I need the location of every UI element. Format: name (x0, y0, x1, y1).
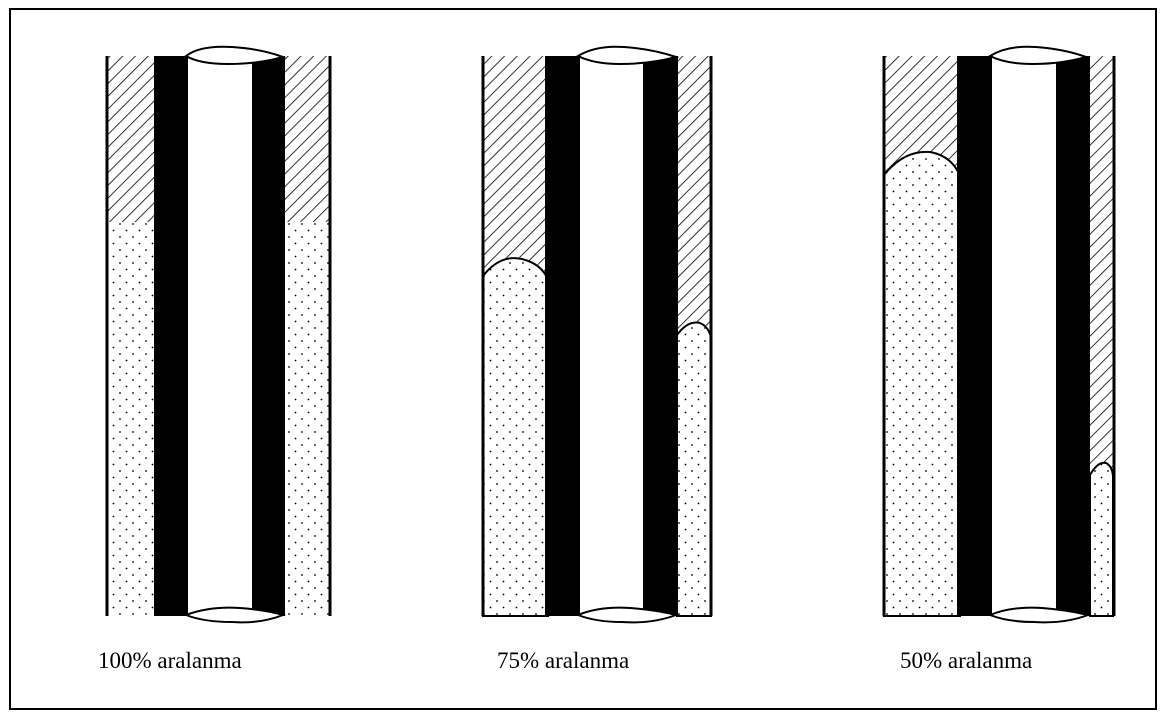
formation-hatch-right (283, 56, 330, 222)
casing-wall-left (154, 56, 188, 616)
cement-right (676, 321, 712, 617)
cement-left (482, 257, 549, 617)
cement-left (107, 222, 156, 616)
panel-100-percent: 100% aralanma (98, 45, 332, 673)
pipe-top-cap (575, 45, 680, 66)
pipe-bottom-cap (987, 606, 1092, 624)
pipe-bottom-cap (575, 606, 680, 624)
casing-wall-left (545, 56, 580, 616)
casing-bore (188, 56, 252, 616)
panel-caption: 100% aralanma (98, 648, 242, 673)
pipe-bottom-cap (183, 606, 287, 624)
casing-bore (992, 56, 1056, 616)
panel-caption: 75% aralanma (497, 648, 629, 673)
cement-right (1089, 461, 1114, 617)
panel-50-percent: 50% aralanma (882, 45, 1116, 673)
cement-right (283, 222, 330, 616)
cement-left (883, 150, 961, 617)
panel-75-percent: 75% aralanma (481, 45, 713, 673)
casing-wall-left (957, 56, 992, 616)
figure-frame (9, 8, 1157, 710)
pipe-top-cap (987, 45, 1090, 66)
casing-wall-right (1056, 56, 1090, 616)
formation-hatch-left (107, 56, 156, 222)
casing-wall-right (643, 56, 678, 616)
casing-bore (580, 56, 643, 616)
panel-caption: 50% aralanma (900, 648, 1032, 673)
casing-wall-right (252, 56, 285, 616)
pipe-top-cap (184, 45, 287, 66)
